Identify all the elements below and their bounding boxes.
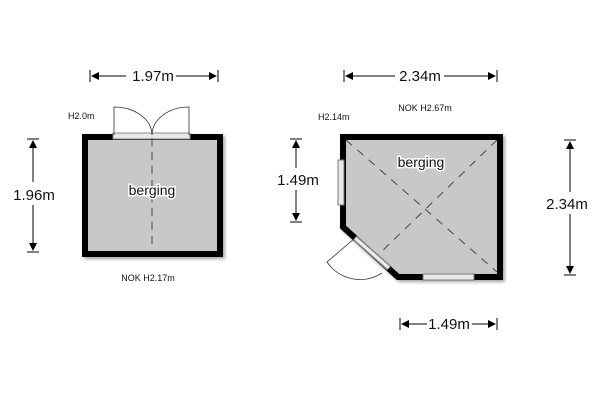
- left-dimension: 1.49m: [277, 138, 319, 223]
- window-left: [337, 159, 345, 206]
- room-label: berging: [129, 182, 176, 198]
- width-label: 2.34m: [399, 68, 441, 85]
- door-swing: [326, 237, 383, 280]
- ridge-height-label: NOK H2.17m: [121, 273, 175, 283]
- bottom-label: 1.49m: [428, 316, 470, 333]
- width-label: 1.97m: [132, 68, 174, 85]
- ridge-height-label: NOK H2.67m: [398, 103, 452, 113]
- ridge-lines: [345, 139, 498, 273]
- bottom-dimension: 1.49m: [399, 316, 498, 333]
- height-label: H2.14m: [318, 112, 350, 122]
- width-dimension: 2.34m: [343, 68, 498, 85]
- right-label: 2.34m: [546, 196, 588, 213]
- left-label: 1.49m: [277, 172, 319, 189]
- depth-dimension: 1.96m: [13, 138, 55, 253]
- window-bottom: [422, 273, 475, 281]
- width-dimension: 1.97m: [89, 68, 219, 85]
- depth-label: 1.96m: [13, 187, 55, 204]
- height-label: H2.0m: [68, 111, 95, 121]
- room-label: berging: [398, 154, 445, 170]
- room-right: berging H2.14m NOK H2.67m 2.34m 1.49m 2.…: [277, 68, 588, 333]
- double-door-swing: [113, 106, 190, 136]
- room-left: berging H2.0m NOK H2.17m 1.97m 1.96m: [13, 68, 223, 283]
- right-dimension: 2.34m: [546, 139, 588, 276]
